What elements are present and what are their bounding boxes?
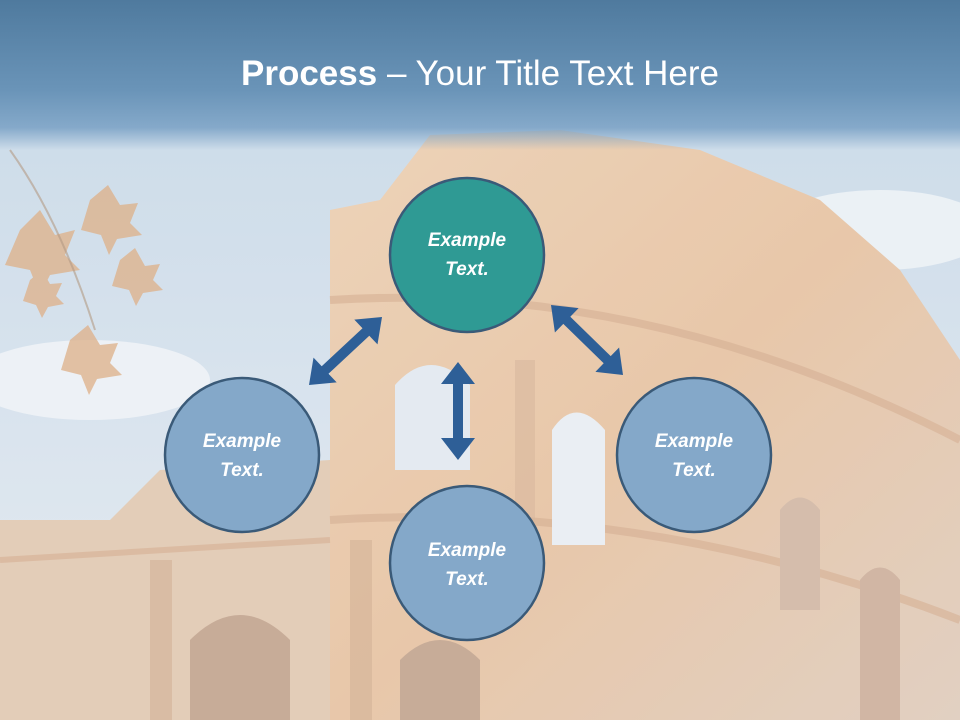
node-left-line2: Text. xyxy=(220,460,264,481)
title-rest: Your Title Text Here xyxy=(415,54,720,93)
node-top-circle xyxy=(388,176,546,334)
node-bottom-line1: Example xyxy=(428,540,507,561)
title-separator: – xyxy=(377,54,416,93)
title-bar xyxy=(0,0,960,150)
slide-title: Process – Your Title Text Here xyxy=(0,52,960,96)
arrow-top-right xyxy=(551,305,623,375)
node-bottom-line2: Text. xyxy=(445,569,489,590)
node-top-line1: Example xyxy=(428,230,507,251)
node-bottom[interactable]: Example Text. xyxy=(388,484,546,642)
node-left-circle xyxy=(163,376,321,534)
arrow-top-left xyxy=(309,317,382,385)
node-top-line2: Text. xyxy=(445,259,489,280)
title-bold: Process xyxy=(241,54,378,93)
node-top[interactable]: Example Text. xyxy=(388,176,546,334)
node-left-line1: Example xyxy=(203,431,282,452)
node-right[interactable]: Example Text. xyxy=(615,376,773,534)
node-left[interactable]: Example Text. xyxy=(163,376,321,534)
node-bottom-circle xyxy=(388,484,546,642)
arrow-top-bottom xyxy=(441,362,475,460)
node-right-line1: Example xyxy=(655,431,734,452)
arrows xyxy=(309,305,623,460)
node-right-line2: Text. xyxy=(672,460,716,481)
node-right-circle xyxy=(615,376,773,534)
